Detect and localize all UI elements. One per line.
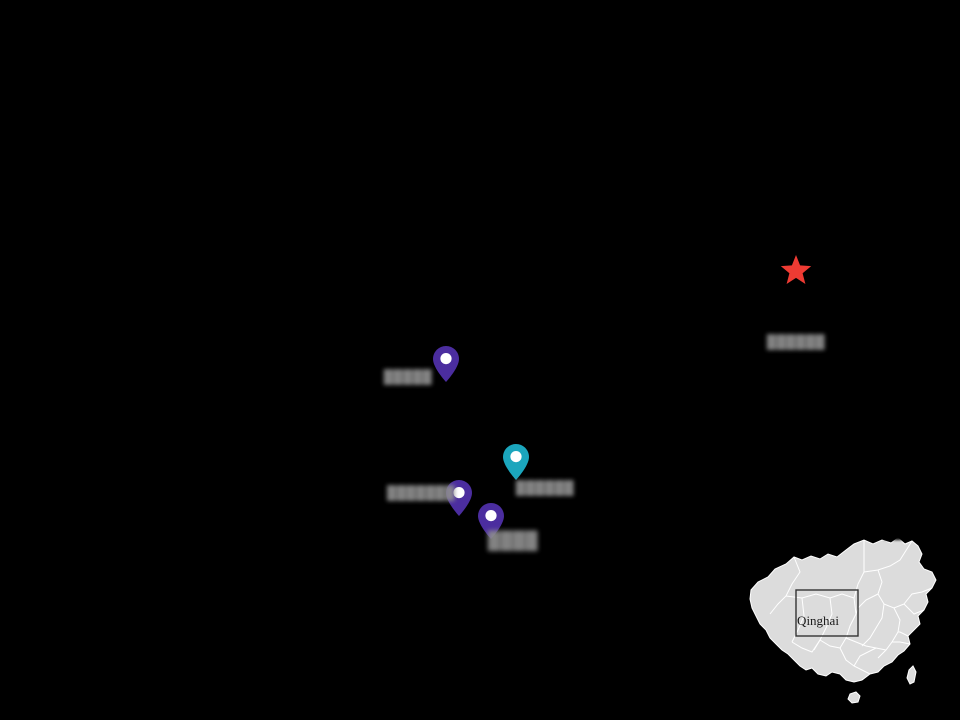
pin-icon bbox=[503, 444, 529, 480]
china-outline-map bbox=[749, 537, 937, 704]
province-boundaries bbox=[769, 540, 933, 675]
china-landmass bbox=[749, 537, 937, 704]
map-label-3: ███████ bbox=[387, 485, 455, 500]
map-label-capital: ██████ bbox=[766, 334, 826, 349]
inset-locator-map[interactable] bbox=[742, 524, 960, 720]
map-label-2: ██████ bbox=[515, 480, 575, 495]
star-icon bbox=[780, 255, 812, 284]
pin-icon bbox=[433, 346, 459, 382]
inset-redacted-patch bbox=[884, 530, 906, 540]
map-marker-pin-1[interactable] bbox=[433, 346, 459, 382]
map-marker-pin-2[interactable] bbox=[503, 444, 529, 480]
map-marker-capital-star[interactable] bbox=[779, 253, 813, 287]
map-marker-pin-4[interactable] bbox=[478, 503, 504, 539]
inset-region-label: Qinghai bbox=[797, 613, 839, 628]
pin-icon bbox=[446, 480, 472, 516]
pin-icon bbox=[478, 503, 504, 539]
map-label-1: █████ bbox=[383, 369, 433, 384]
qinghai-highlight-box[interactable] bbox=[795, 589, 859, 637]
map-marker-pin-3[interactable] bbox=[446, 480, 472, 516]
map-label-4: ████ bbox=[487, 531, 539, 550]
